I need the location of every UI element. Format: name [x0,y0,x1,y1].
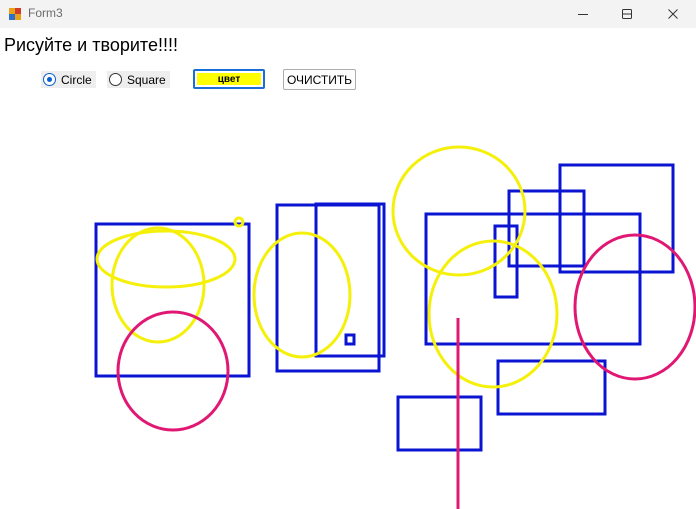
minimize-icon [621,8,633,20]
window-title: Form3 [28,6,63,20]
drawing-area[interactable] [0,95,696,509]
color-button-label: цвет [197,73,261,85]
clear-button[interactable]: ОЧИСТИТЬ [283,69,356,90]
maximize-button-hit[interactable] [604,0,650,28]
radio-square-label[interactable]: Square [127,72,166,87]
close-button[interactable] [650,0,696,28]
radio-square-indicator[interactable] [109,73,122,86]
color-button[interactable]: цвет [193,69,265,89]
radio-circle[interactable]: Circle [41,71,96,88]
minimize-button-hit[interactable] [560,0,606,28]
radio-circle-indicator[interactable] [43,73,56,86]
page-heading: Рисуйте и творите!!!! [4,35,178,55]
app-icon [8,7,22,21]
minimize-icon [577,8,589,20]
maximize-icon [621,8,633,20]
radio-circle-label[interactable]: Circle [61,72,92,87]
radio-square[interactable]: Square [107,71,170,88]
minimize-button[interactable] [604,0,650,28]
close-icon [667,8,679,20]
